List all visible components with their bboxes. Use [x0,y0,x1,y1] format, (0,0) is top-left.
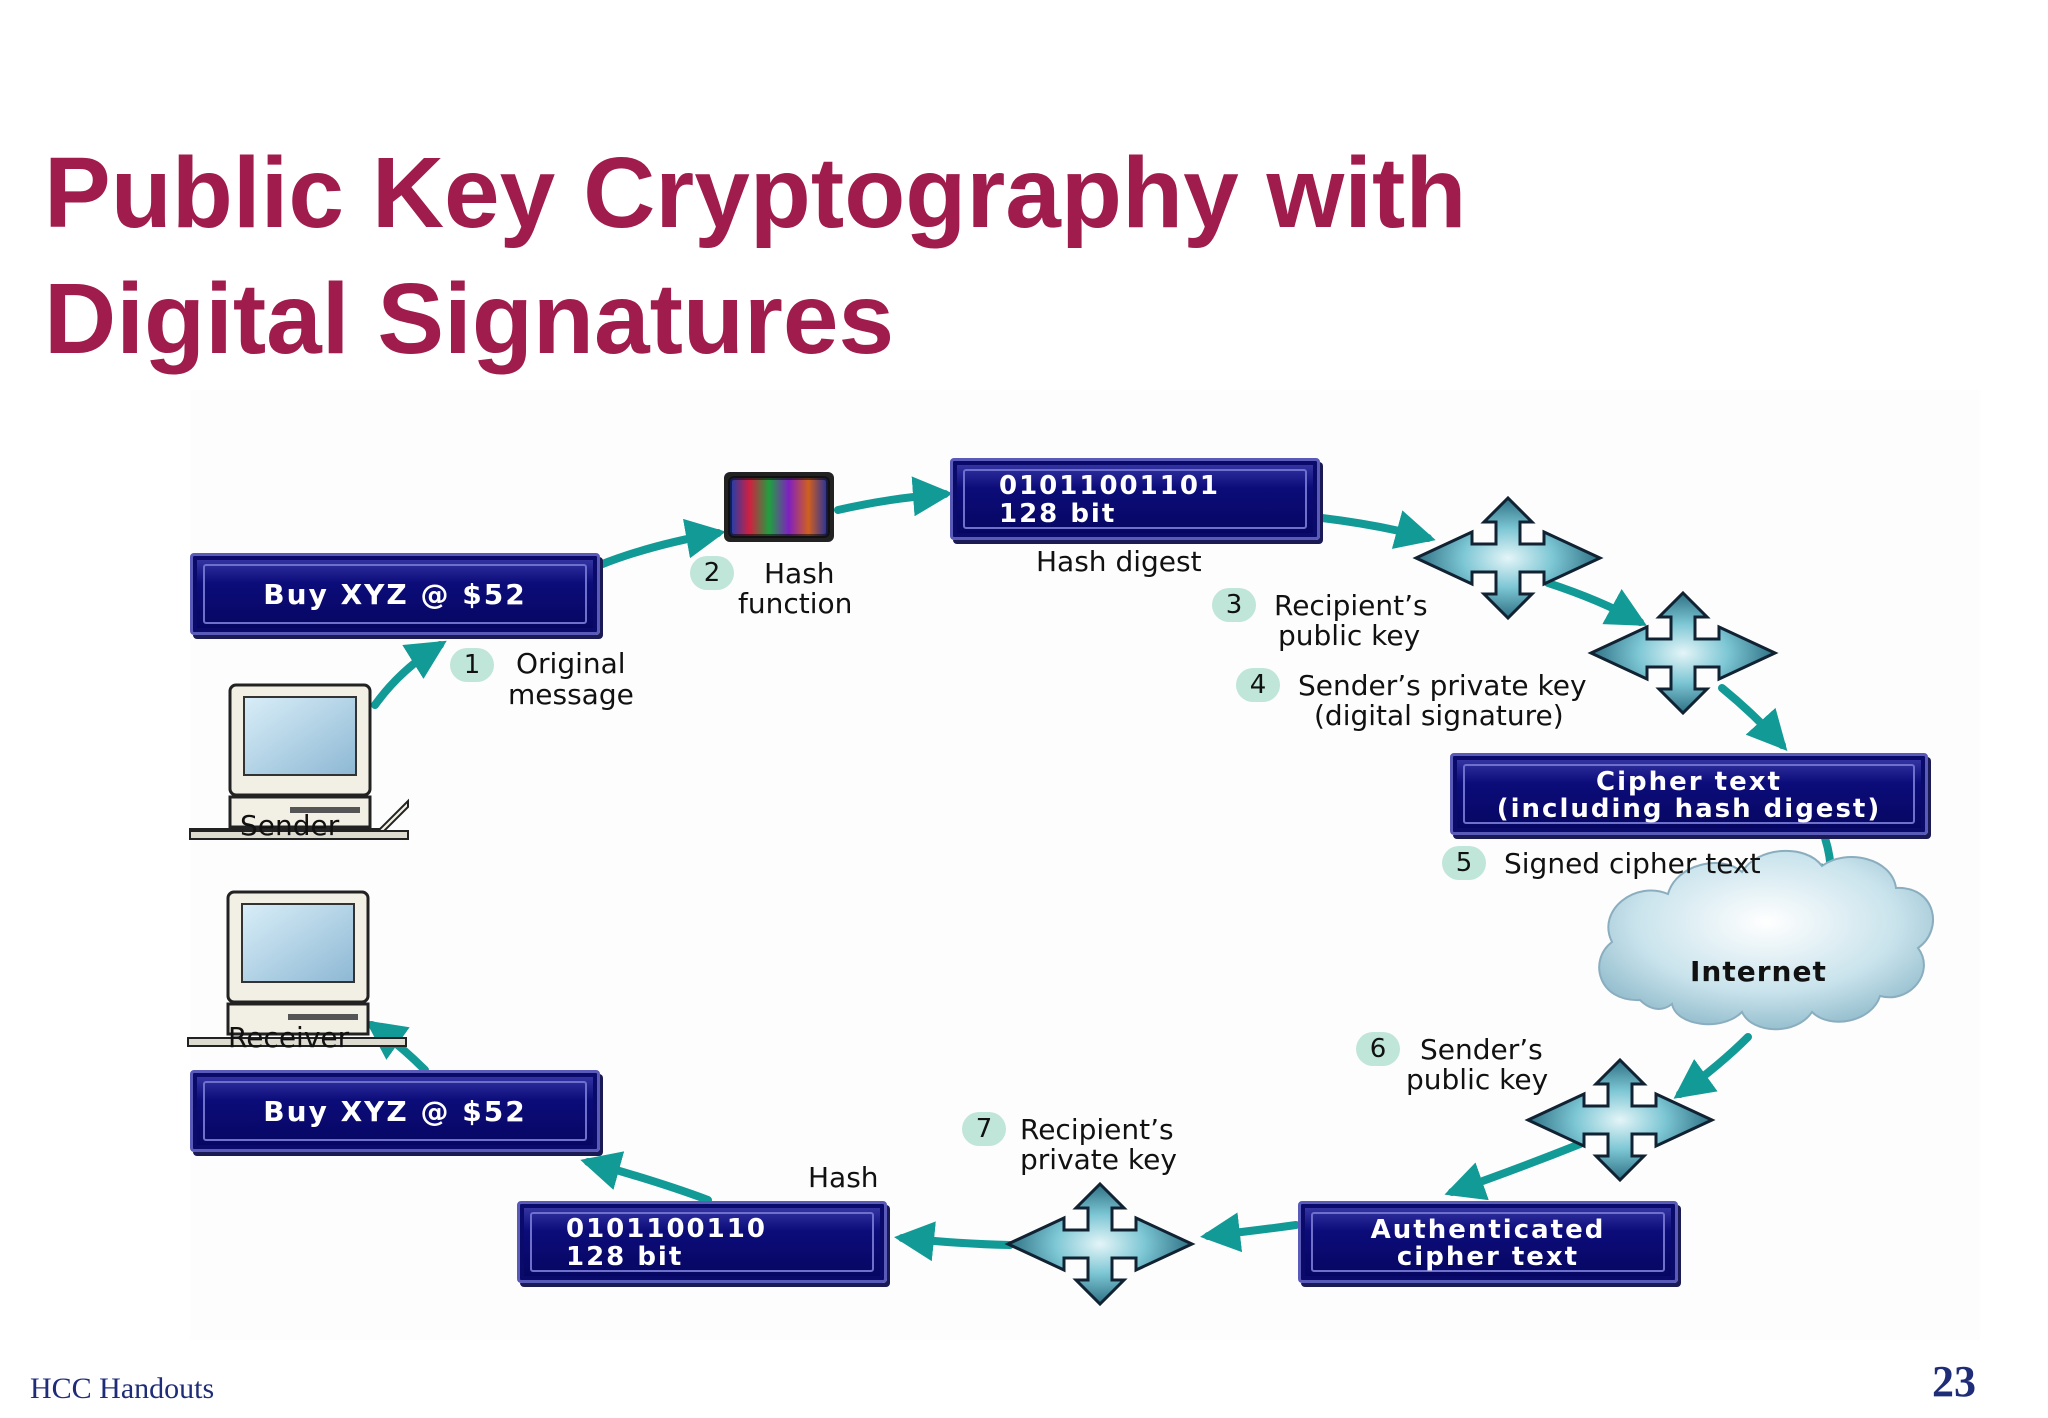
step-badge-4: 4 [1236,668,1280,702]
step7-label-line1: Recipient’s [1020,1113,1174,1146]
step-badge-7: 7 [962,1112,1006,1146]
receiver-label: Receiver [228,1021,350,1054]
step1-label-line2: message [508,678,634,711]
step6-label-line1: Sender’s [1420,1033,1543,1066]
step5-label: Signed cipher text [1504,847,1761,880]
key-icon [1004,1181,1196,1307]
step4-label-line2: (digital signature) [1314,699,1564,732]
title-line-1: Public Key Cryptography with [44,137,1467,249]
sender-message-box: Buy XYZ @ $52 [190,553,600,635]
diagram-background [190,390,1980,1340]
hash-length-text: 128 bit [566,1242,684,1272]
hash-digest-box: 01011001101 128 bit [950,458,1320,540]
step1-label-line1: Original [516,647,626,680]
arrow-icon [1444,1140,1584,1201]
sender-message-text: Buy XYZ @ $52 [263,578,527,611]
arrow-icon [1673,1033,1752,1099]
arrow-icon [894,1221,1014,1262]
hash-digest-label: Hash digest [1036,545,1202,578]
arrow-icon [1318,510,1436,549]
key-icon [1587,590,1779,716]
step-badge-1: 1 [450,648,494,682]
computer-icon [187,890,407,1047]
cipher-text-box: Cipher text (including hash digest) [1450,753,1928,835]
footer-text: HCC Handouts [30,1372,215,1405]
arrow-icon [596,518,726,569]
receiver-hash-box: 0101100110 128 bit [517,1201,887,1283]
step-badge-6: 6 [1356,1032,1400,1066]
receiver-message-text: Buy XYZ @ $52 [263,1095,527,1128]
digest-length-text: 128 bit [999,499,1117,529]
step6-label-line2: public key [1406,1063,1549,1096]
step4-label-line1: Sender’s private key [1298,669,1587,702]
page-number: 23 [1932,1357,1976,1406]
step2-label-line2: function [738,587,853,620]
step-badge-3: 3 [1212,588,1256,622]
arrow-icon [580,1151,712,1204]
arrow-icon [1544,579,1648,626]
auth-text-line2: cipher text [1396,1242,1580,1272]
cipher-text-line2: (including hash digest) [1496,794,1882,824]
hash-bits-text: 0101100110 [566,1214,767,1244]
step-badge-2: 2 [690,556,734,590]
arrow-icon [1200,1212,1300,1253]
internet-label: Internet [1690,955,1827,988]
step3-label-line1: Recipient’s [1274,589,1428,622]
step3-label-line2: public key [1278,619,1421,652]
key-icon [1412,495,1604,621]
receiver-message-box: Buy XYZ @ $52 [190,1070,600,1152]
arrow-icon [834,476,953,517]
arrow-icon [365,1020,429,1074]
hash-label: Hash [808,1161,879,1194]
step-badge-5: 5 [1442,846,1486,880]
computer-icon [189,683,409,840]
step2-label-line1: Hash [764,557,835,590]
title-line-2: Digital Signatures [44,263,895,375]
arrow-icon [371,640,447,709]
auth-text-line1: Authenticated [1370,1215,1606,1245]
flow-arrows [365,476,1856,1262]
hash-function-icon [724,472,834,542]
digest-bits-text: 01011001101 [999,471,1220,501]
arrow-icon [1718,684,1788,751]
authenticated-cipher-box: Authenticated cipher text [1298,1201,1678,1283]
key-icon [1524,1057,1716,1183]
step7-label-line2: private key [1020,1143,1177,1176]
slide-title: Public Key Cryptography with Digital Sig… [44,130,1744,382]
cipher-text-line1: Cipher text [1596,767,1782,797]
internet-cloud-icon [1598,849,1934,1031]
sender-label: Sender [240,809,340,842]
